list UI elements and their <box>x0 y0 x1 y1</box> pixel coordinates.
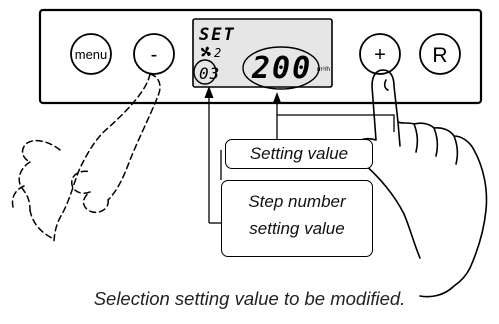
figure-caption: Selection setting value to be modified. <box>93 288 406 309</box>
lcd-step-number: 03 <box>199 64 220 83</box>
lcd-unit-label: m³/h <box>317 66 330 73</box>
dashed-hand-icon <box>11 73 161 245</box>
minus-button[interactable]: - <box>133 33 175 75</box>
lcd-setting-value: 200 <box>251 51 312 86</box>
minus-button-label: - <box>151 44 158 66</box>
step-number-callout: Step number setting value <box>221 180 373 257</box>
plus-button-label: + <box>374 44 386 66</box>
plus-button[interactable]: + <box>359 33 401 75</box>
setting-value-leader <box>272 92 395 139</box>
step-number-callout-line1: Step number <box>248 192 346 211</box>
lcd-mode-label: SET <box>199 25 236 45</box>
setting-value-callout-label: Setting value <box>249 144 349 163</box>
menu-button-label: menu <box>75 47 108 62</box>
step-number-highlight <box>193 59 217 85</box>
reset-button[interactable]: R <box>419 33 461 75</box>
reset-button-label: R <box>432 44 447 67</box>
setting-value-callout: Setting value <box>225 139 373 169</box>
setting-value-highlight <box>242 46 320 90</box>
lcd-display: SET 2 03 200 m³/h <box>192 18 333 88</box>
fan-speed-indicator: 2 <box>214 46 221 60</box>
step-number-leader <box>204 86 222 224</box>
fan-icon <box>201 46 211 57</box>
menu-button[interactable]: menu <box>70 33 112 75</box>
step-number-callout-line2: setting value <box>249 219 345 238</box>
